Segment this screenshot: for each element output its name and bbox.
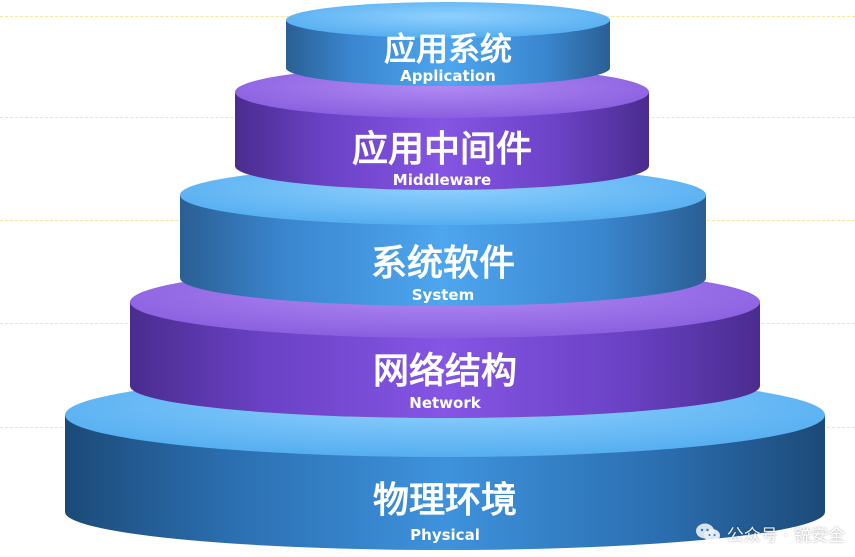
watermark-text: 公众号 · 锐安全 [726,525,845,546]
layer-middleware: 应用中间件 Middleware [235,66,649,190]
layer-physical-en: Physical [410,526,480,544]
layer-middleware-en: Middleware [393,171,491,189]
layer-application-en: Application [400,67,496,85]
wechat-icon [695,523,720,542]
layer-middleware-cn: 应用中间件 [352,129,532,170]
layer-physical-cn: 物理环境 [373,480,517,521]
watermark: 公众号 · 锐安全 [695,519,845,547]
layer-system-cn: 系统软件 [371,243,515,284]
layer-application-cn: 应用系统 [384,30,512,68]
layer-network-cn: 网络结构 [373,350,517,392]
layer-system-en: System [412,286,474,304]
layer-application: 应用系统 Application [286,2,610,86]
layer-network-en: Network [409,394,481,412]
